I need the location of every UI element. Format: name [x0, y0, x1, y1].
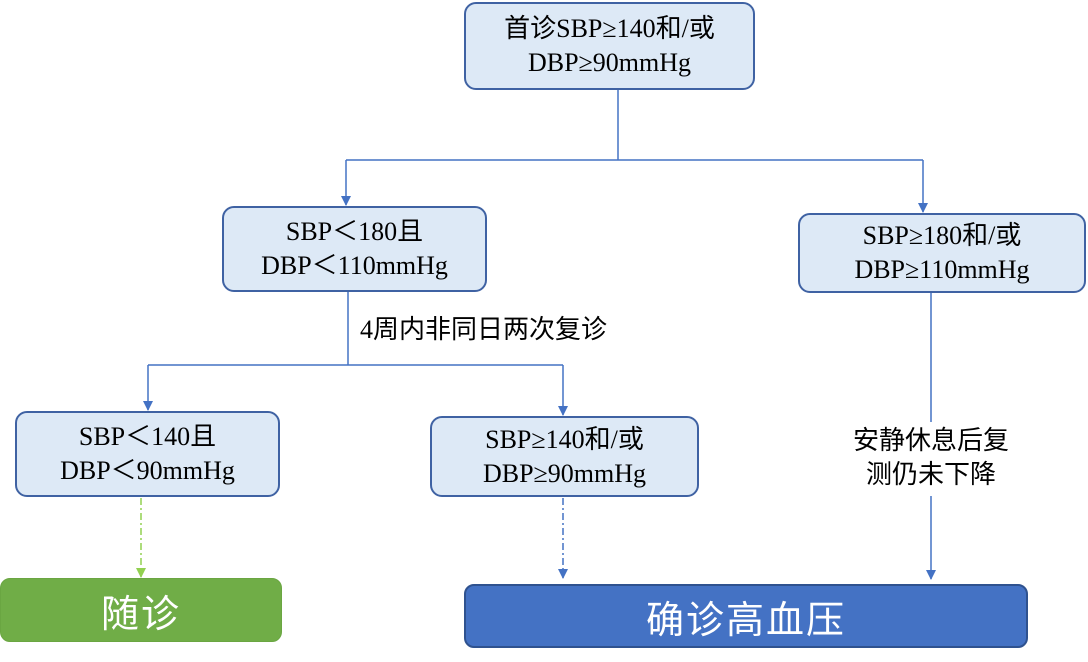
recheck-label: 4周内非同日两次复诊	[360, 315, 608, 344]
moderate-bp-node: SBP＜180且 DBP＜110mmHg	[222, 206, 487, 292]
rest-recheck-line2: 测仍未下降	[865, 460, 996, 489]
hypertension-diagnosis-node: 确诊高血压	[464, 584, 1028, 648]
normal-bp-node: SBP＜140且 DBP＜90mmHg	[15, 411, 280, 497]
initial-visit-line1: 首诊SBP≥140和/或	[504, 14, 715, 43]
rest-recheck-line1: 安静休息后复	[852, 426, 1009, 455]
follow-up-node: 随诊	[0, 578, 282, 642]
normal-bp-line1: SBP＜140且	[78, 422, 217, 451]
initial-visit-node: 首诊SBP≥140和/或 DBP≥90mmHg	[464, 2, 755, 90]
severe-bp-line2: DBP≥110mmHg	[854, 255, 1030, 284]
moderate-bp-line1: SBP＜180且	[285, 217, 424, 246]
initial-visit-line2: DBP≥90mmHg	[527, 48, 692, 77]
elevated-bp-line2: DBP≥90mmHg	[482, 458, 647, 488]
elevated-bp-node: SBP≥140和/或 DBP≥90mmHg	[430, 416, 699, 497]
severe-bp-line1: SBP≥180和/或	[862, 221, 1022, 250]
elevated-bp-line1: SBP≥140和/或	[485, 424, 644, 454]
normal-bp-line2: DBP＜90mmHg	[60, 456, 235, 485]
severe-bp-node: SBP≥180和/或 DBP≥110mmHg	[798, 213, 1086, 293]
moderate-bp-line2: DBP＜110mmHg	[261, 251, 448, 280]
rest-recheck-label: 安静休息后复 测仍未下降	[831, 424, 1031, 492]
